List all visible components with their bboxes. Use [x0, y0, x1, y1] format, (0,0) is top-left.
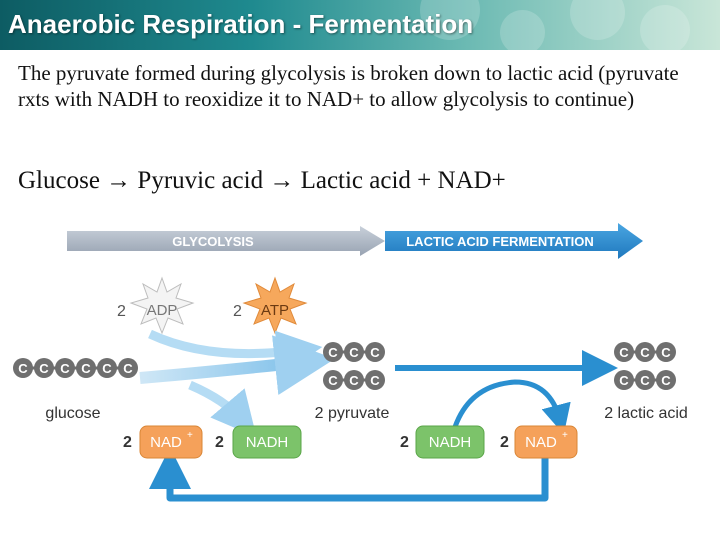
glycolysis-arrow [67, 226, 385, 256]
svg-text:C: C [370, 373, 380, 388]
glucose-label: glucose [45, 405, 100, 422]
carbon-atom [344, 342, 364, 362]
svg-text:C: C [18, 361, 28, 376]
svg-text:C: C [661, 345, 671, 360]
nadh-left-badge [232, 425, 302, 459]
svg-text:C: C [349, 345, 359, 360]
fermentation-arrow [385, 223, 643, 259]
adp-starburst-icon [129, 276, 195, 335]
reaction-equation: Glucose → Pyruvic acid → Lactic acid + N… [18, 167, 506, 194]
atp-count: 2 [233, 303, 242, 320]
nad-recycle-arrow [149, 447, 549, 502]
svg-text:C: C [60, 361, 70, 376]
title-banner: Anaerobic Respiration - Fermentation [0, 0, 720, 50]
nad-right-label: NAD [525, 434, 557, 451]
carbon-atom [97, 358, 117, 378]
fermentation-label: LACTIC ACID FERMENTATION [406, 234, 594, 249]
adp-to-atp-arrow [148, 329, 323, 376]
atp-label: ATP [261, 302, 289, 319]
nadh-right-label: NADH [429, 434, 472, 451]
carbon-atom [13, 358, 33, 378]
glucose-to-pyruvate-arrow [139, 335, 335, 395]
nad-left-label: NAD [150, 434, 182, 451]
carbon-atom [55, 358, 75, 378]
svg-text:C: C [349, 373, 359, 388]
svg-text:C: C [123, 361, 133, 376]
pyruvate-molecules: C C C C C C [323, 342, 385, 390]
carbon-atom [118, 358, 138, 378]
nad-right-superscript: + [562, 430, 568, 441]
carbon-atom [34, 358, 54, 378]
carbon-atom [323, 370, 343, 390]
carbon-atom [614, 370, 634, 390]
carbon-atom [635, 342, 655, 362]
carbon-atom [365, 342, 385, 362]
svg-text:C: C [102, 361, 112, 376]
carbon-atom [365, 370, 385, 390]
glucose-molecule: C C C C C C [13, 358, 138, 378]
svg-text:C: C [370, 345, 380, 360]
nad-left-badge [139, 425, 203, 459]
adp-label: ADP [147, 302, 178, 319]
svg-text:C: C [328, 373, 338, 388]
lactic-acid-molecules: C C C C C C [614, 342, 676, 390]
svg-text:C: C [328, 345, 338, 360]
lactic-acid-label: 2 lactic acid [604, 405, 688, 422]
carbon-atom [656, 370, 676, 390]
nad-left-superscript: + [187, 430, 193, 441]
svg-text:C: C [661, 373, 671, 388]
svg-text:C: C [619, 373, 629, 388]
banner-decoration [500, 10, 545, 50]
svg-text:C: C [640, 345, 650, 360]
nadh-right-count: 2 [400, 434, 409, 451]
carbon-atom [614, 342, 634, 362]
carbon-atom [656, 342, 676, 362]
carbon-atom [635, 370, 655, 390]
nadh-right-badge [415, 425, 485, 459]
nadh-left-count: 2 [215, 434, 224, 451]
svg-text:C: C [640, 373, 650, 388]
nad-to-nadh-arrow [188, 380, 257, 438]
adp-count: 2 [117, 303, 126, 320]
description-paragraph: The pyruvate formed during glycolysis is… [18, 61, 679, 111]
svg-text:C: C [619, 345, 629, 360]
svg-text:C: C [81, 361, 91, 376]
pyruvate-label: 2 pyruvate [315, 405, 390, 422]
carbon-atom [76, 358, 96, 378]
page-title: Anaerobic Respiration - Fermentation [8, 9, 474, 39]
nad-left-count: 2 [123, 434, 132, 451]
nad-right-badge [514, 425, 578, 459]
carbon-atom [344, 370, 364, 390]
glycolysis-label: GLYCOLYSIS [172, 234, 254, 249]
carbon-atom [323, 342, 343, 362]
banner-decoration [640, 5, 690, 50]
nadh-left-label: NADH [246, 434, 289, 451]
nadh-to-nad-arrow [452, 379, 571, 435]
svg-text:C: C [39, 361, 49, 376]
nad-right-count: 2 [500, 434, 509, 451]
